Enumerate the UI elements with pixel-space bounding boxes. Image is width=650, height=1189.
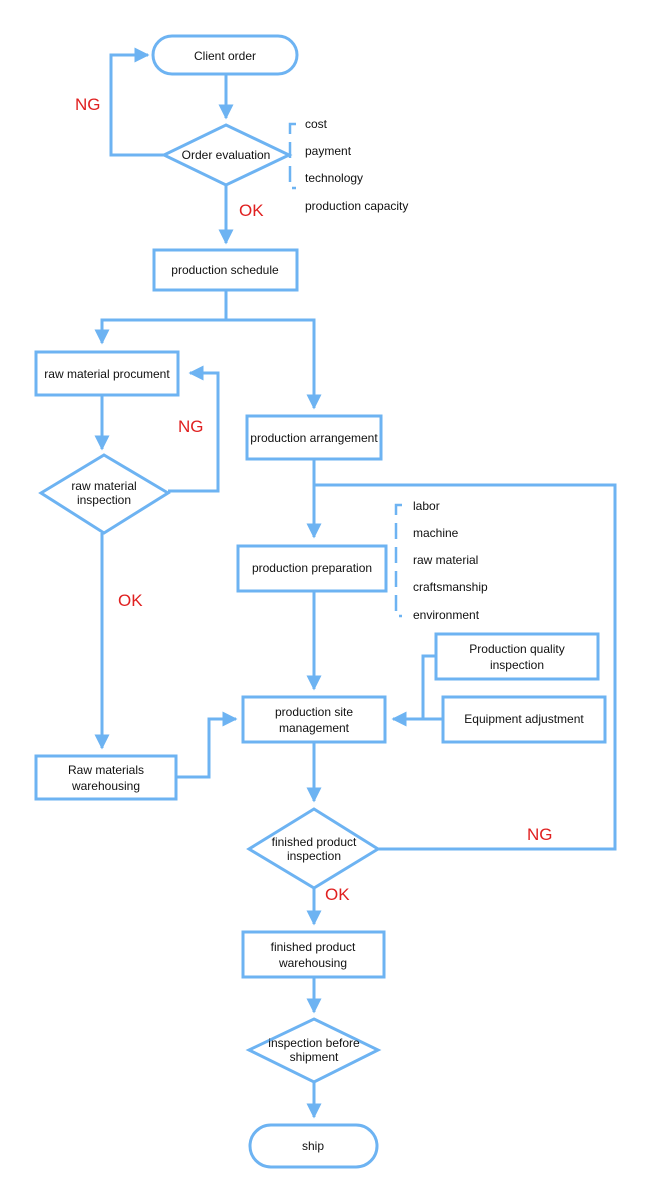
result-marks: NG OK NG OK NG OK — [75, 95, 553, 904]
node-production-quality-inspection: Production quality inspection — [434, 632, 600, 681]
preparation-factor: raw material — [413, 553, 478, 567]
connectors — [94, 47, 617, 1119]
preparation-factors-bracket — [394, 503, 402, 618]
production-quality-inspection-label-line1: Production quality — [469, 642, 564, 656]
production-quality-inspection-label-line2: inspection — [490, 658, 544, 672]
node-equipment-adjustment: Equipment adjustment — [441, 695, 607, 744]
connector-finished-ng-loop — [314, 483, 617, 851]
finished-product-inspection-label-line1: finished product — [272, 835, 357, 849]
node-finished-product-warehousing: finished product warehousing — [241, 930, 386, 979]
raw-ng-mark: NG — [178, 417, 204, 436]
node-order-evaluation: Order evaluation — [160, 123, 293, 187]
evaluation-criterion: production capacity — [305, 199, 408, 213]
node-production-preparation: production preparation — [236, 544, 388, 593]
node-raw-material-inspection: raw material inspection — [38, 453, 171, 535]
node-production-site-management: production site management — [241, 695, 387, 744]
evaluation-criterion: technology — [305, 171, 363, 185]
production-schedule-label: production schedule — [171, 263, 279, 277]
connector-warehousing-to-site — [176, 711, 238, 779]
order-evaluation-label: Order evaluation — [182, 148, 271, 162]
preparation-factor: environment — [413, 608, 480, 622]
production-site-management-label-line2: management — [279, 721, 350, 735]
preparation-factor: machine — [413, 526, 459, 540]
raw-ok-mark: OK — [118, 591, 143, 610]
raw-material-inspection-label-line1: raw material — [71, 479, 136, 493]
finished-ng-mark: NG — [527, 825, 553, 844]
node-client-order: Client order — [151, 34, 299, 76]
preparation-factor: labor — [413, 499, 440, 513]
connector-evaluation-ng-loop — [109, 47, 164, 157]
finished-product-warehousing-label-line1: finished product — [271, 940, 356, 954]
node-inspection-before-shipment: inspection before shipment — [245, 1017, 382, 1084]
inspection-before-shipment-label-line2: shipment — [290, 1050, 339, 1064]
node-production-arrangement: production arrangement — [245, 414, 383, 461]
preparation-factor: craftsmanship — [413, 580, 488, 594]
connector-quality-equipment-to-site — [391, 654, 436, 727]
production-arrangement-label: production arrangement — [250, 431, 378, 445]
evaluation-criteria-note: cost payment technology production capac… — [288, 117, 408, 213]
finished-product-warehousing-label-line2: warehousing — [278, 956, 347, 970]
raw-material-inspection-label-line2: inspection — [77, 493, 131, 507]
node-ship: ship — [248, 1123, 379, 1169]
client-order-label: Client order — [194, 49, 256, 63]
production-preparation-label: production preparation — [252, 561, 372, 575]
connector-schedule-split — [94, 290, 228, 345]
node-production-schedule: production schedule — [152, 248, 299, 292]
node-finished-product-inspection: finished product inspection — [246, 807, 381, 890]
raw-materials-warehousing-label-line2: warehousing — [71, 779, 140, 793]
inspection-before-shipment-label-line1: inspection before — [268, 1036, 360, 1050]
evaluation-criterion: payment — [305, 144, 352, 158]
finished-ok-mark: OK — [325, 885, 350, 904]
order-ok-mark: OK — [239, 201, 264, 220]
node-raw-materials-warehousing: Raw materials warehousing — [34, 754, 178, 801]
ship-label: ship — [302, 1139, 324, 1153]
node-raw-material-procurement: raw material procument — [34, 350, 180, 397]
preparation-factors-note: labor machine raw material craftsmanship… — [394, 499, 488, 622]
order-ng-mark: NG — [75, 95, 101, 114]
connector-schedule-to-arrangement — [226, 318, 322, 410]
raw-material-procurement-label: raw material procument — [44, 367, 170, 381]
evaluation-criteria-bracket — [288, 122, 296, 190]
production-site-management-label-line1: production site — [275, 705, 353, 719]
raw-materials-warehousing-label-line1: Raw materials — [68, 763, 144, 777]
connector-raw-ng-loop — [168, 365, 220, 493]
equipment-adjustment-label: Equipment adjustment — [464, 712, 584, 726]
evaluation-criterion: cost — [305, 117, 328, 131]
finished-product-inspection-label-line2: inspection — [287, 849, 341, 863]
